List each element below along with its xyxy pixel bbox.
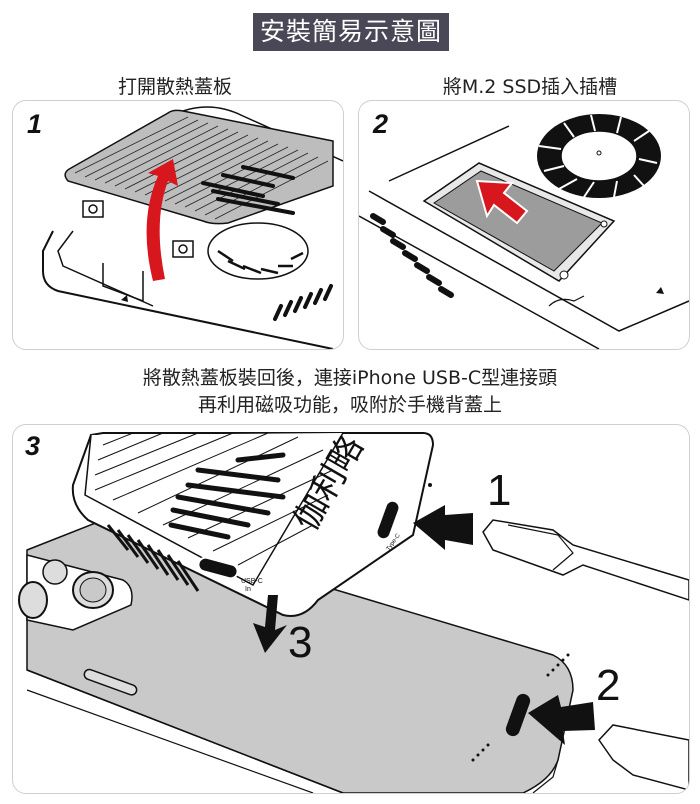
caption-line-2: 再利用磁吸功能，吸附於手機背蓋上 [197, 394, 502, 416]
step-3-panel: 伽利略 USB-C In Type-C 1 2 3 3 [12, 424, 690, 794]
callout-2: 2 [596, 661, 620, 710]
vent-slots [273, 284, 333, 321]
step-1-illustration [42, 106, 343, 349]
step-2-panel: 2 [358, 100, 690, 350]
usb-c-in-label: USB-C [241, 578, 263, 585]
vent-slots [106, 524, 200, 592]
lift-arrow-icon [146, 159, 178, 281]
step-2-illustration [359, 114, 689, 349]
step-1-panel: 1 [12, 100, 344, 350]
step-1-heading: 打開散熱蓋板 [117, 76, 232, 98]
callout-3: 3 [288, 618, 312, 667]
speaker-holes [471, 653, 570, 762]
callout-1: 1 [487, 466, 511, 515]
step-1-number: 1 [27, 109, 43, 139]
usb-c-in-sublabel: In [245, 586, 251, 593]
arrow-icon [413, 505, 473, 550]
usb-c-cable-2 [598, 724, 689, 791]
fan-blades-icon [217, 249, 304, 275]
page-title: 安裝簡易示意圖 [253, 13, 449, 51]
heatsink-cover [64, 109, 334, 225]
insert-arrow-icon [475, 179, 529, 225]
arrow-icon [528, 695, 595, 745]
usb-c-cable-1 [482, 519, 689, 601]
step-3-illustration: 伽利略 USB-C In Type-C 1 2 3 [18, 430, 689, 793]
arrow-icon [253, 595, 287, 653]
step-2-number: 2 [373, 109, 389, 139]
caption-line-1: 將散熱蓋板裝回後，連接iPhone USB-C型連接頭 [142, 367, 558, 389]
vent-slots [370, 213, 454, 298]
step-3-number: 3 [25, 431, 41, 461]
step-2-heading: 將M.2 SSD插入插槽 [442, 76, 618, 98]
